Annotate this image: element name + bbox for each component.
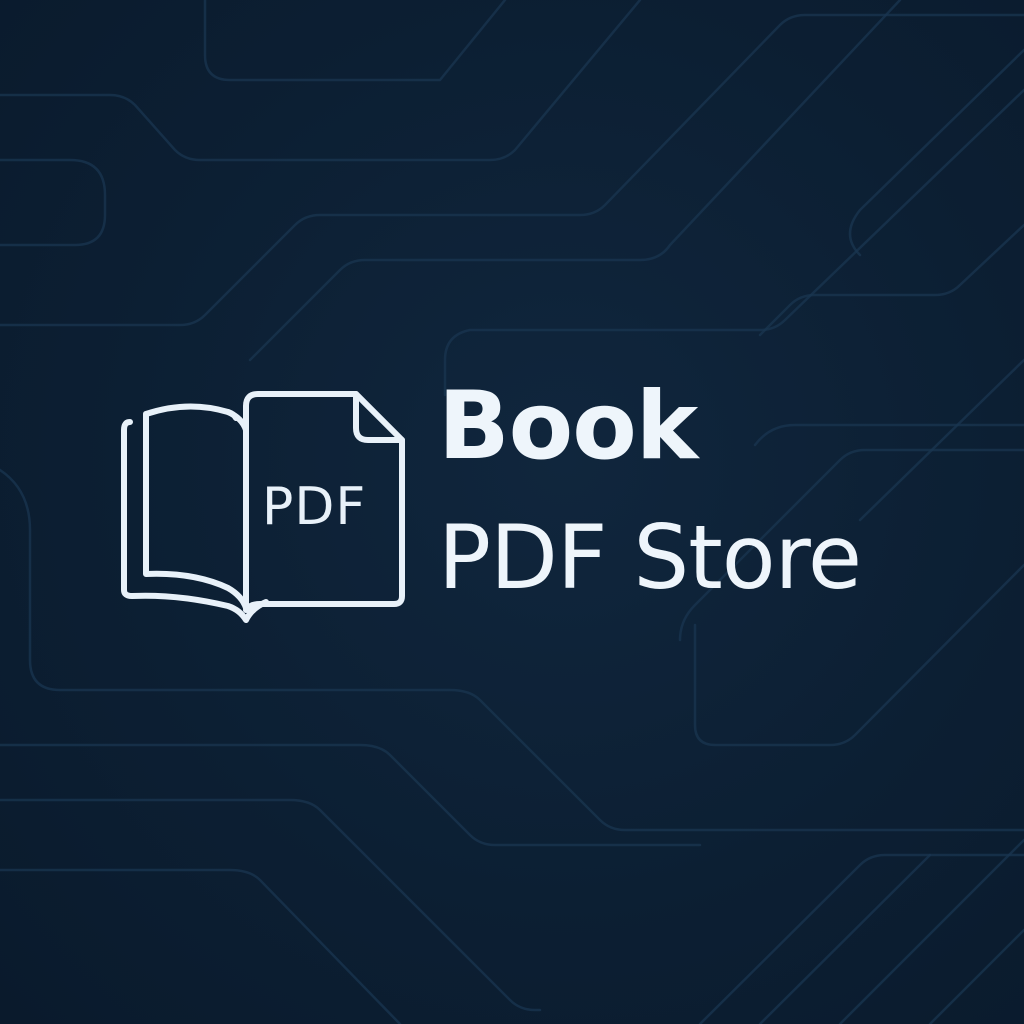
document-folded-corner [353,391,405,443]
pdf-document-page [243,391,405,613]
brand-name-line2: PDF Store [438,506,862,609]
open-book-pdf-icon: PDF [121,391,405,623]
brand-name-line1: Book [438,372,698,481]
book-page-top-edge [225,409,239,421]
book-back-cover [121,419,269,623]
brand-wordmark: Book PDF Store [438,380,998,602]
book-left-page [143,403,249,611]
pdf-icon-label: PDF [262,477,366,537]
